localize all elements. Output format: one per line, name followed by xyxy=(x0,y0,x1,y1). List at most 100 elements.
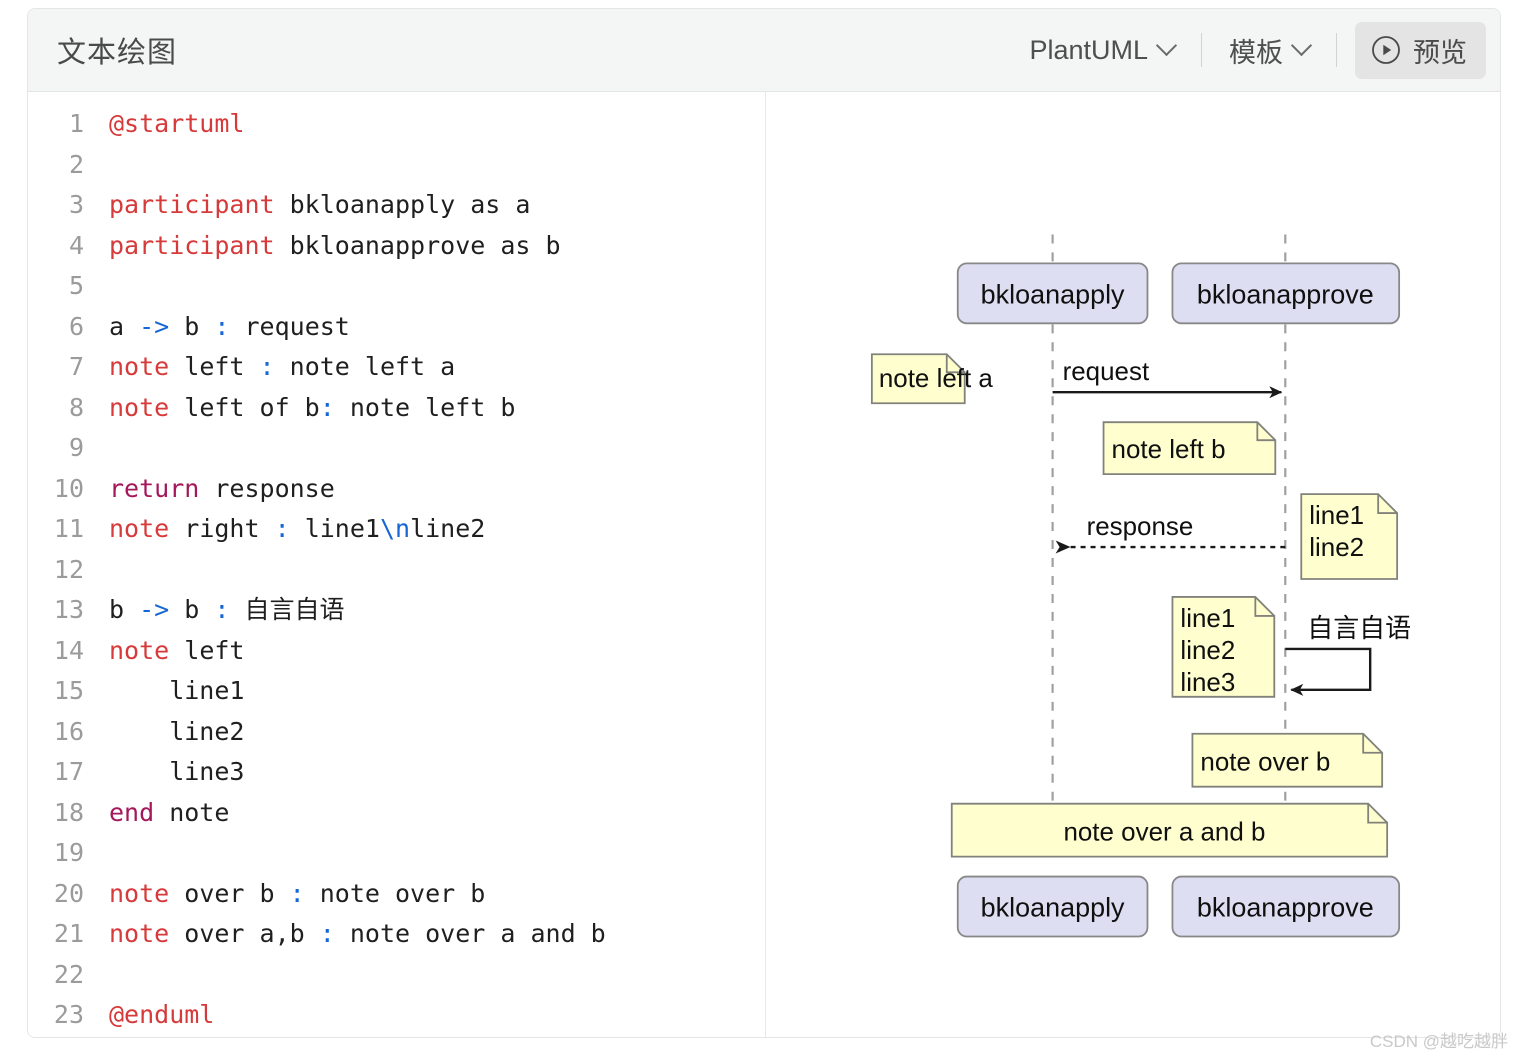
code-token: 自言自语 xyxy=(229,595,345,624)
note-text-line: line2 xyxy=(1309,532,1364,562)
code-line[interactable]: 12 xyxy=(28,550,765,591)
code-token: over b xyxy=(169,878,290,908)
note-right-b-two-lines: line1 line2 xyxy=(1300,493,1399,580)
code-token: -> xyxy=(139,311,170,341)
code-line[interactable]: 17 line3 xyxy=(28,752,765,793)
code-token: note over a and b xyxy=(334,919,606,948)
participant-label: bkloanapprove xyxy=(1197,279,1374,309)
line-number: 9 xyxy=(68,433,84,462)
participant-label: bkloanapply xyxy=(981,893,1125,923)
line-number: 1 xyxy=(68,109,84,138)
line-number: 2 xyxy=(68,149,84,179)
participant-label: bkloanapprove xyxy=(1197,893,1374,923)
code-line-text: line2 xyxy=(84,712,244,753)
code-line[interactable]: 16 line2 xyxy=(28,712,765,753)
template-select-label: 模板 xyxy=(1229,37,1283,68)
code-token: note xyxy=(154,797,230,827)
language-select[interactable]: PlantUML xyxy=(1008,28,1195,72)
code-token: : xyxy=(274,514,290,543)
code-token: request xyxy=(229,311,350,341)
template-select[interactable]: 模板 xyxy=(1208,28,1330,72)
note-left-b: note left b xyxy=(1102,421,1277,476)
code-line[interactable]: 23@enduml xyxy=(28,995,765,1036)
code-token: b xyxy=(169,311,215,341)
code-token: note xyxy=(109,919,170,948)
code-token: a xyxy=(109,311,140,341)
code-line-text: b -> b : 自言自语 xyxy=(84,590,345,631)
participant-box-a-top: bkloanapply xyxy=(956,262,1149,325)
line-number: 19 xyxy=(53,838,84,867)
note-text: note left a xyxy=(879,363,994,393)
app-header: 文本绘图 PlantUML 模板 预览 xyxy=(28,9,1500,92)
code-line[interactable]: 5 xyxy=(28,266,765,307)
line-number: 13 xyxy=(53,595,84,624)
line-number: 20 xyxy=(53,878,84,908)
code-token: participant xyxy=(109,230,275,260)
note-over-b: note over b xyxy=(1191,732,1384,788)
code-token: note left a xyxy=(274,352,456,381)
toolbar-divider-1 xyxy=(1201,33,1202,67)
code-line-text: line1 xyxy=(84,671,244,712)
code-line[interactable]: 15 line1 xyxy=(28,671,765,712)
note-text-line: line2 xyxy=(1180,635,1235,665)
note-text-line: line1 xyxy=(1309,500,1364,530)
participant-label: bkloanapply xyxy=(981,279,1125,309)
code-token: \n xyxy=(379,514,411,543)
line-number: 17 xyxy=(53,757,84,786)
code-line[interactable]: 2 xyxy=(28,145,765,186)
code-token: note xyxy=(109,635,170,665)
code-line-text: @enduml xyxy=(84,995,214,1036)
code-line-text: return response xyxy=(84,469,335,510)
code-token: note xyxy=(109,392,170,422)
message-response: response xyxy=(1055,511,1286,554)
page-title: 文本绘图 xyxy=(57,37,178,69)
code-token: line1 xyxy=(109,676,245,705)
code-line-text xyxy=(84,955,124,996)
code-token: note xyxy=(109,352,170,381)
code-line-text xyxy=(84,550,124,591)
text-drawing-app: 文本绘图 PlantUML 模板 预览 xyxy=(27,8,1501,1038)
code-token: line2 xyxy=(109,716,245,746)
code-token: end xyxy=(109,797,155,827)
code-line[interactable]: 9 xyxy=(28,428,765,469)
code-line-text: note right : line1\nline2 xyxy=(84,509,485,550)
code-line[interactable]: 1@startuml xyxy=(28,104,765,145)
preview-button[interactable]: 预览 xyxy=(1355,21,1486,79)
code-token: : xyxy=(319,919,335,948)
note-text-line: line3 xyxy=(1180,667,1235,697)
code-token: bkloanapprove as b xyxy=(274,230,561,260)
note-text-line: line1 xyxy=(1180,603,1235,633)
sequence-diagram: bkloanapply bkloanapprove note left a re… xyxy=(870,234,1411,938)
code-token: -> xyxy=(139,595,170,624)
toolbar: PlantUML 模板 预览 xyxy=(1008,9,1486,91)
code-line-text: note over b : note over b xyxy=(84,874,485,915)
code-line-text: @startuml xyxy=(84,104,244,145)
code-token: b xyxy=(109,595,140,624)
message-label: request xyxy=(1063,356,1150,386)
preview-button-label: 预览 xyxy=(1413,37,1467,68)
code-token: note xyxy=(109,514,170,543)
line-number: 15 xyxy=(53,676,84,705)
line-number: 8 xyxy=(68,392,84,422)
diagram-preview-pane: bkloanapply bkloanapprove note left a re… xyxy=(766,92,1500,1037)
line-number: 14 xyxy=(53,635,84,665)
code-line[interactable]: 22 xyxy=(28,955,765,996)
code-token: line1 xyxy=(289,514,380,543)
code-line[interactable]: 19 xyxy=(28,833,765,874)
code-token: note over b xyxy=(304,878,486,908)
